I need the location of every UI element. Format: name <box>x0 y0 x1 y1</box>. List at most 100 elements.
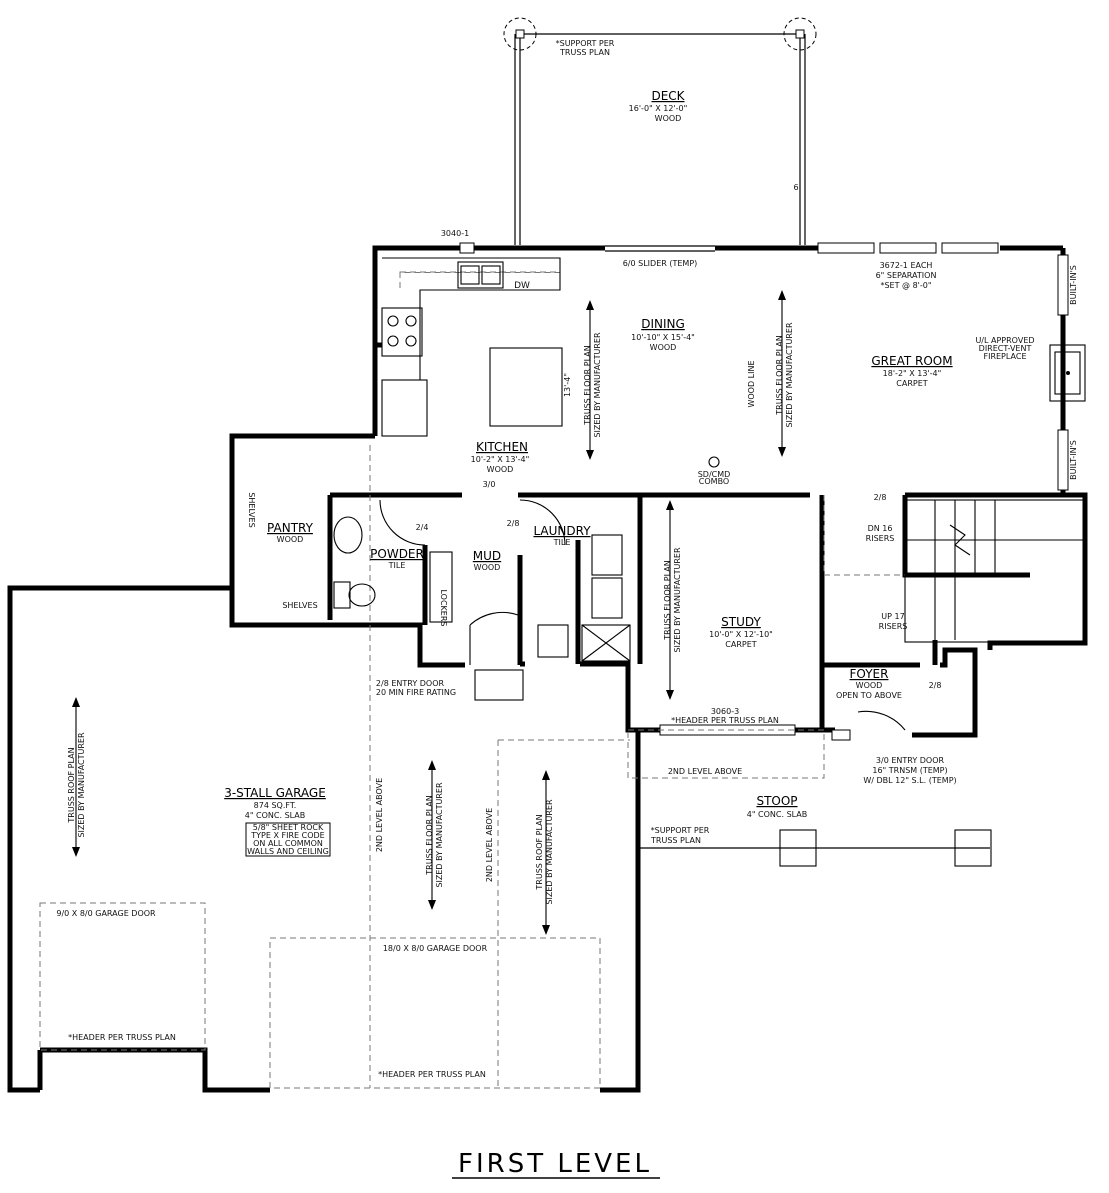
stairs-down-risers: RISERS <box>866 534 895 543</box>
truss-floor-study-2: SIZED BY MANUFACTURER <box>673 547 682 653</box>
kitchen-floor: WOOD <box>487 465 514 474</box>
mud-step <box>474 669 524 701</box>
builtins-top: BUILT-IN'S <box>1069 265 1078 305</box>
garage-note-3: ON ALL COMMON <box>253 839 323 848</box>
front-door-note-3: W/ DBL 12" S.L. (TEMP) <box>863 776 956 785</box>
deck-dims: 16'-0" X 12'-0" <box>629 104 688 113</box>
range-icon <box>381 307 423 357</box>
lockers-label: LOCKERS <box>439 590 448 627</box>
window-3040: 3040-1 <box>441 229 469 238</box>
garage-door-large: 18/0 X 8/0 GARAGE DOOR <box>383 944 488 953</box>
truss-roof-garage2-1: TRUSS ROOF PLAN <box>535 814 544 890</box>
deck-support-note-2: TRUSS PLAN <box>559 48 610 57</box>
garage-door-small: 9/0 X 8/0 GARAGE DOOR <box>56 909 156 918</box>
door-2-8-a: 2/8 <box>874 493 887 502</box>
room-deck: DECK <box>651 89 685 103</box>
stairs-up-risers: RISERS <box>879 622 908 631</box>
windows-note-3: *SET @ 8'-0" <box>880 281 931 290</box>
mud-floor: WOOD <box>474 563 501 572</box>
deck: *SUPPORT PER TRUSS PLAN DECK 16'-0" X 12… <box>503 17 817 245</box>
truss-floor-great-2: SIZED BY MANUFACTURER <box>785 322 794 428</box>
garage-area: 874 SQ.FT. <box>254 801 297 810</box>
truss-roof-garage2-2: SIZED BY MANUFACTURER <box>545 799 554 905</box>
room-laundry: LAUNDRY <box>533 524 591 538</box>
header-note-study: *HEADER PER TRUSS PLAN <box>671 716 779 725</box>
laundry-sink-icon <box>537 624 569 658</box>
dining-floor: WOOD <box>650 343 677 352</box>
dryer-icon <box>591 577 623 619</box>
toilet-icon <box>348 583 376 607</box>
room-garage: 3-STALL GARAGE <box>224 786 326 800</box>
smoke-detector-icon <box>708 456 720 468</box>
refrigerator-icon <box>381 379 428 437</box>
great-room-dims: 18'-2" X 13'-4" <box>883 369 942 378</box>
dashed-lines <box>39 271 905 1089</box>
door-swings <box>379 499 992 867</box>
great-room-floor: CARPET <box>896 379 927 388</box>
fireplace-note-1: U/L APPROVED <box>975 336 1034 345</box>
header-note-garage-2: *HEADER PER TRUSS PLAN <box>378 1070 486 1079</box>
second-level-above-2: 2ND LEVEL ABOVE <box>485 808 494 882</box>
fireplace-note-3: FIREPLACE <box>983 352 1026 361</box>
smoke-detector-note-2: COMBO <box>699 477 729 486</box>
windows-note-2: 6" SEPARATION <box>876 271 937 280</box>
room-foyer: FOYER <box>850 667 889 681</box>
truss-roof-garage-2: SIZED BY MANUFACTURER <box>77 732 86 838</box>
entry-door-note-1: 2/8 ENTRY DOOR <box>376 679 445 688</box>
entry-door-note-2: 20 MIN FIRE RATING <box>376 688 456 697</box>
truss-floor-study-1: TRUSS FLOOR PLAN <box>663 560 672 640</box>
truss-floor-dining-1: TRUSS FLOOR PLAN <box>583 345 592 425</box>
door-3-0: 3/0 <box>483 480 496 489</box>
room-pantry: PANTRY <box>267 521 314 535</box>
room-dining: DINING <box>641 317 685 331</box>
truss-floor-garage-2: SIZED BY MANUFACTURER <box>435 782 444 888</box>
room-mud: MUD <box>473 549 501 563</box>
door-2-8-c: 2/8 <box>929 681 942 690</box>
deck-6-label: 6 <box>793 183 798 192</box>
truss-arrows <box>72 290 786 935</box>
stairs-down: DN 16 <box>868 524 893 533</box>
sink-icon <box>333 516 363 554</box>
pantry-floor: WOOD <box>277 535 304 544</box>
front-door-note-1: 3/0 ENTRY DOOR <box>876 756 945 765</box>
garage-note-1: 5/8" SHEET ROCK <box>253 823 324 832</box>
front-door-note-2: 16" TRNSM (TEMP) <box>872 766 947 775</box>
door-2-8-b: 2/8 <box>507 519 520 528</box>
laundry-floor: TILE <box>553 538 571 547</box>
windows-note-1: 3672-1 EACH <box>880 261 933 270</box>
room-study: STUDY <box>721 615 761 629</box>
second-level-above-3: 2ND LEVEL ABOVE <box>668 767 742 776</box>
bath-laundry-fixtures <box>333 516 631 662</box>
stoop-slab: 4" CONC. SLAB <box>747 810 808 819</box>
washer-icon <box>591 534 623 576</box>
kitchen-island <box>489 347 563 427</box>
room-labels: DINING 10'-10" X 15'-4" WOOD GREAT ROOM … <box>224 317 953 857</box>
truss-roof-garage-1: TRUSS ROOF PLAN <box>67 747 76 823</box>
fireplace <box>1049 344 1086 402</box>
deck-support-note: *SUPPORT PER <box>556 39 615 48</box>
truss-floor-great-1: TRUSS FLOOR PLAN <box>775 335 784 415</box>
builtins-bottom: BUILT-IN'S <box>1069 440 1078 480</box>
deck-floor: WOOD <box>655 114 682 123</box>
plan-title: FIRST LEVEL <box>458 1149 652 1179</box>
stairs <box>904 499 1086 643</box>
kitchen-dims: 10'-2" X 13'-4" <box>471 455 530 464</box>
fireplace-note-2: DIRECT-VENT <box>979 344 1032 353</box>
smoke-detector-note-1: SD/CMD <box>698 470 731 479</box>
garage-note-4: WALLS AND CEILING <box>247 847 329 856</box>
kitchen-fixtures: DW 13'-4" <box>381 257 572 437</box>
door-2-4: 2/4 <box>416 523 429 532</box>
study-dims: 10'-0" X 12'-10" <box>709 630 773 639</box>
garage-note-2: TYPE X FIRE CODE <box>250 831 324 840</box>
foyer-floor: WOOD <box>856 681 883 690</box>
room-stoop: STOOP <box>756 794 797 808</box>
windows <box>459 242 1069 741</box>
shelves-note-1: SHELVES <box>247 492 256 527</box>
lockers <box>429 551 453 623</box>
dining-dims: 10'-10" X 15'-4" <box>631 333 695 342</box>
stoop-support-note-2: TRUSS PLAN <box>650 836 701 845</box>
annotations: 3040-1 6/0 SLIDER (TEMP) 3672-1 EACH 6" … <box>56 229 1078 1079</box>
header-note-garage-1: *HEADER PER TRUSS PLAN <box>68 1033 176 1042</box>
window-3060-note: 3060-3 <box>711 707 739 716</box>
